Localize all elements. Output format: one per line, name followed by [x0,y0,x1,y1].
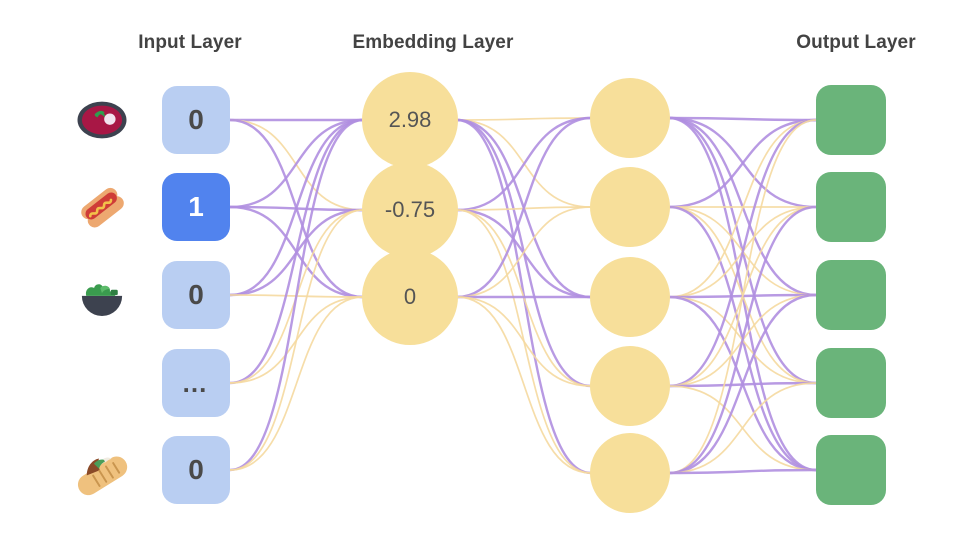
connection-edge [668,118,817,209]
connection-edge [668,119,817,298]
connection-edge [668,205,817,475]
connection-edge [229,118,364,385]
input-node-ellipsis[interactable]: … [162,349,230,417]
hidden-node-4[interactable] [590,433,670,513]
connection-edge [668,468,817,475]
hidden-node-3[interactable] [590,346,670,426]
connection-edge [668,118,817,388]
green-salad-icon [81,284,123,316]
input-node-4[interactable]: 0 [162,436,230,504]
output-node-4[interactable] [816,435,886,505]
embedding-node-1[interactable]: -0.75 [362,162,458,258]
connection-edge [456,116,592,299]
connection-edge [229,209,364,471]
output-node-2[interactable] [816,260,886,330]
connection-edge [668,382,817,474]
title-input-layer: Input Layer [138,32,242,53]
title-output-layer: Output Layer [796,32,916,53]
connection-edge [456,116,592,212]
hidden-node-0[interactable] [590,78,670,158]
connection-edge [229,296,364,471]
connection-edge [456,296,592,474]
connection-edge [456,206,592,298]
hidden-node-2[interactable] [590,257,670,337]
embedding-node-2[interactable]: 0 [362,249,458,345]
connection-edge [668,116,817,122]
connection-edge [668,119,817,474]
title-embedding-layer: Embedding Layer [352,32,514,53]
connection-edge [456,296,592,387]
hidden-node-1[interactable] [590,167,670,247]
input-node-1[interactable]: 1 [162,173,230,241]
connection-edge [668,293,817,475]
hot-dog-icon [81,187,124,228]
stew-bowl-icon [77,101,127,139]
output-node-3[interactable] [816,348,886,418]
embedding-node-0[interactable]: 2.98 [362,72,458,168]
connection-edge [229,118,364,472]
burrito-icon [77,456,128,496]
output-node-0[interactable] [816,85,886,155]
connection-edge [229,118,364,209]
input-node-2[interactable]: 0 [162,261,230,329]
output-node-1[interactable] [816,172,886,242]
connection-edge [229,118,364,297]
input-node-0[interactable]: 0 [162,86,230,154]
connection-edge [456,117,592,121]
